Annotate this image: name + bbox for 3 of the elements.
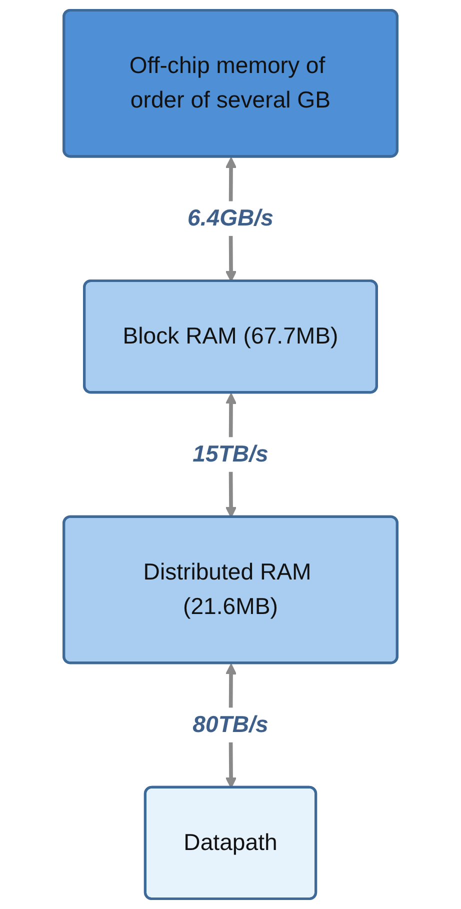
edge-label: 6.4GB/s [188, 205, 274, 231]
edge-label: 80TB/s [192, 712, 268, 738]
edge-label: 15TB/s [192, 441, 268, 467]
